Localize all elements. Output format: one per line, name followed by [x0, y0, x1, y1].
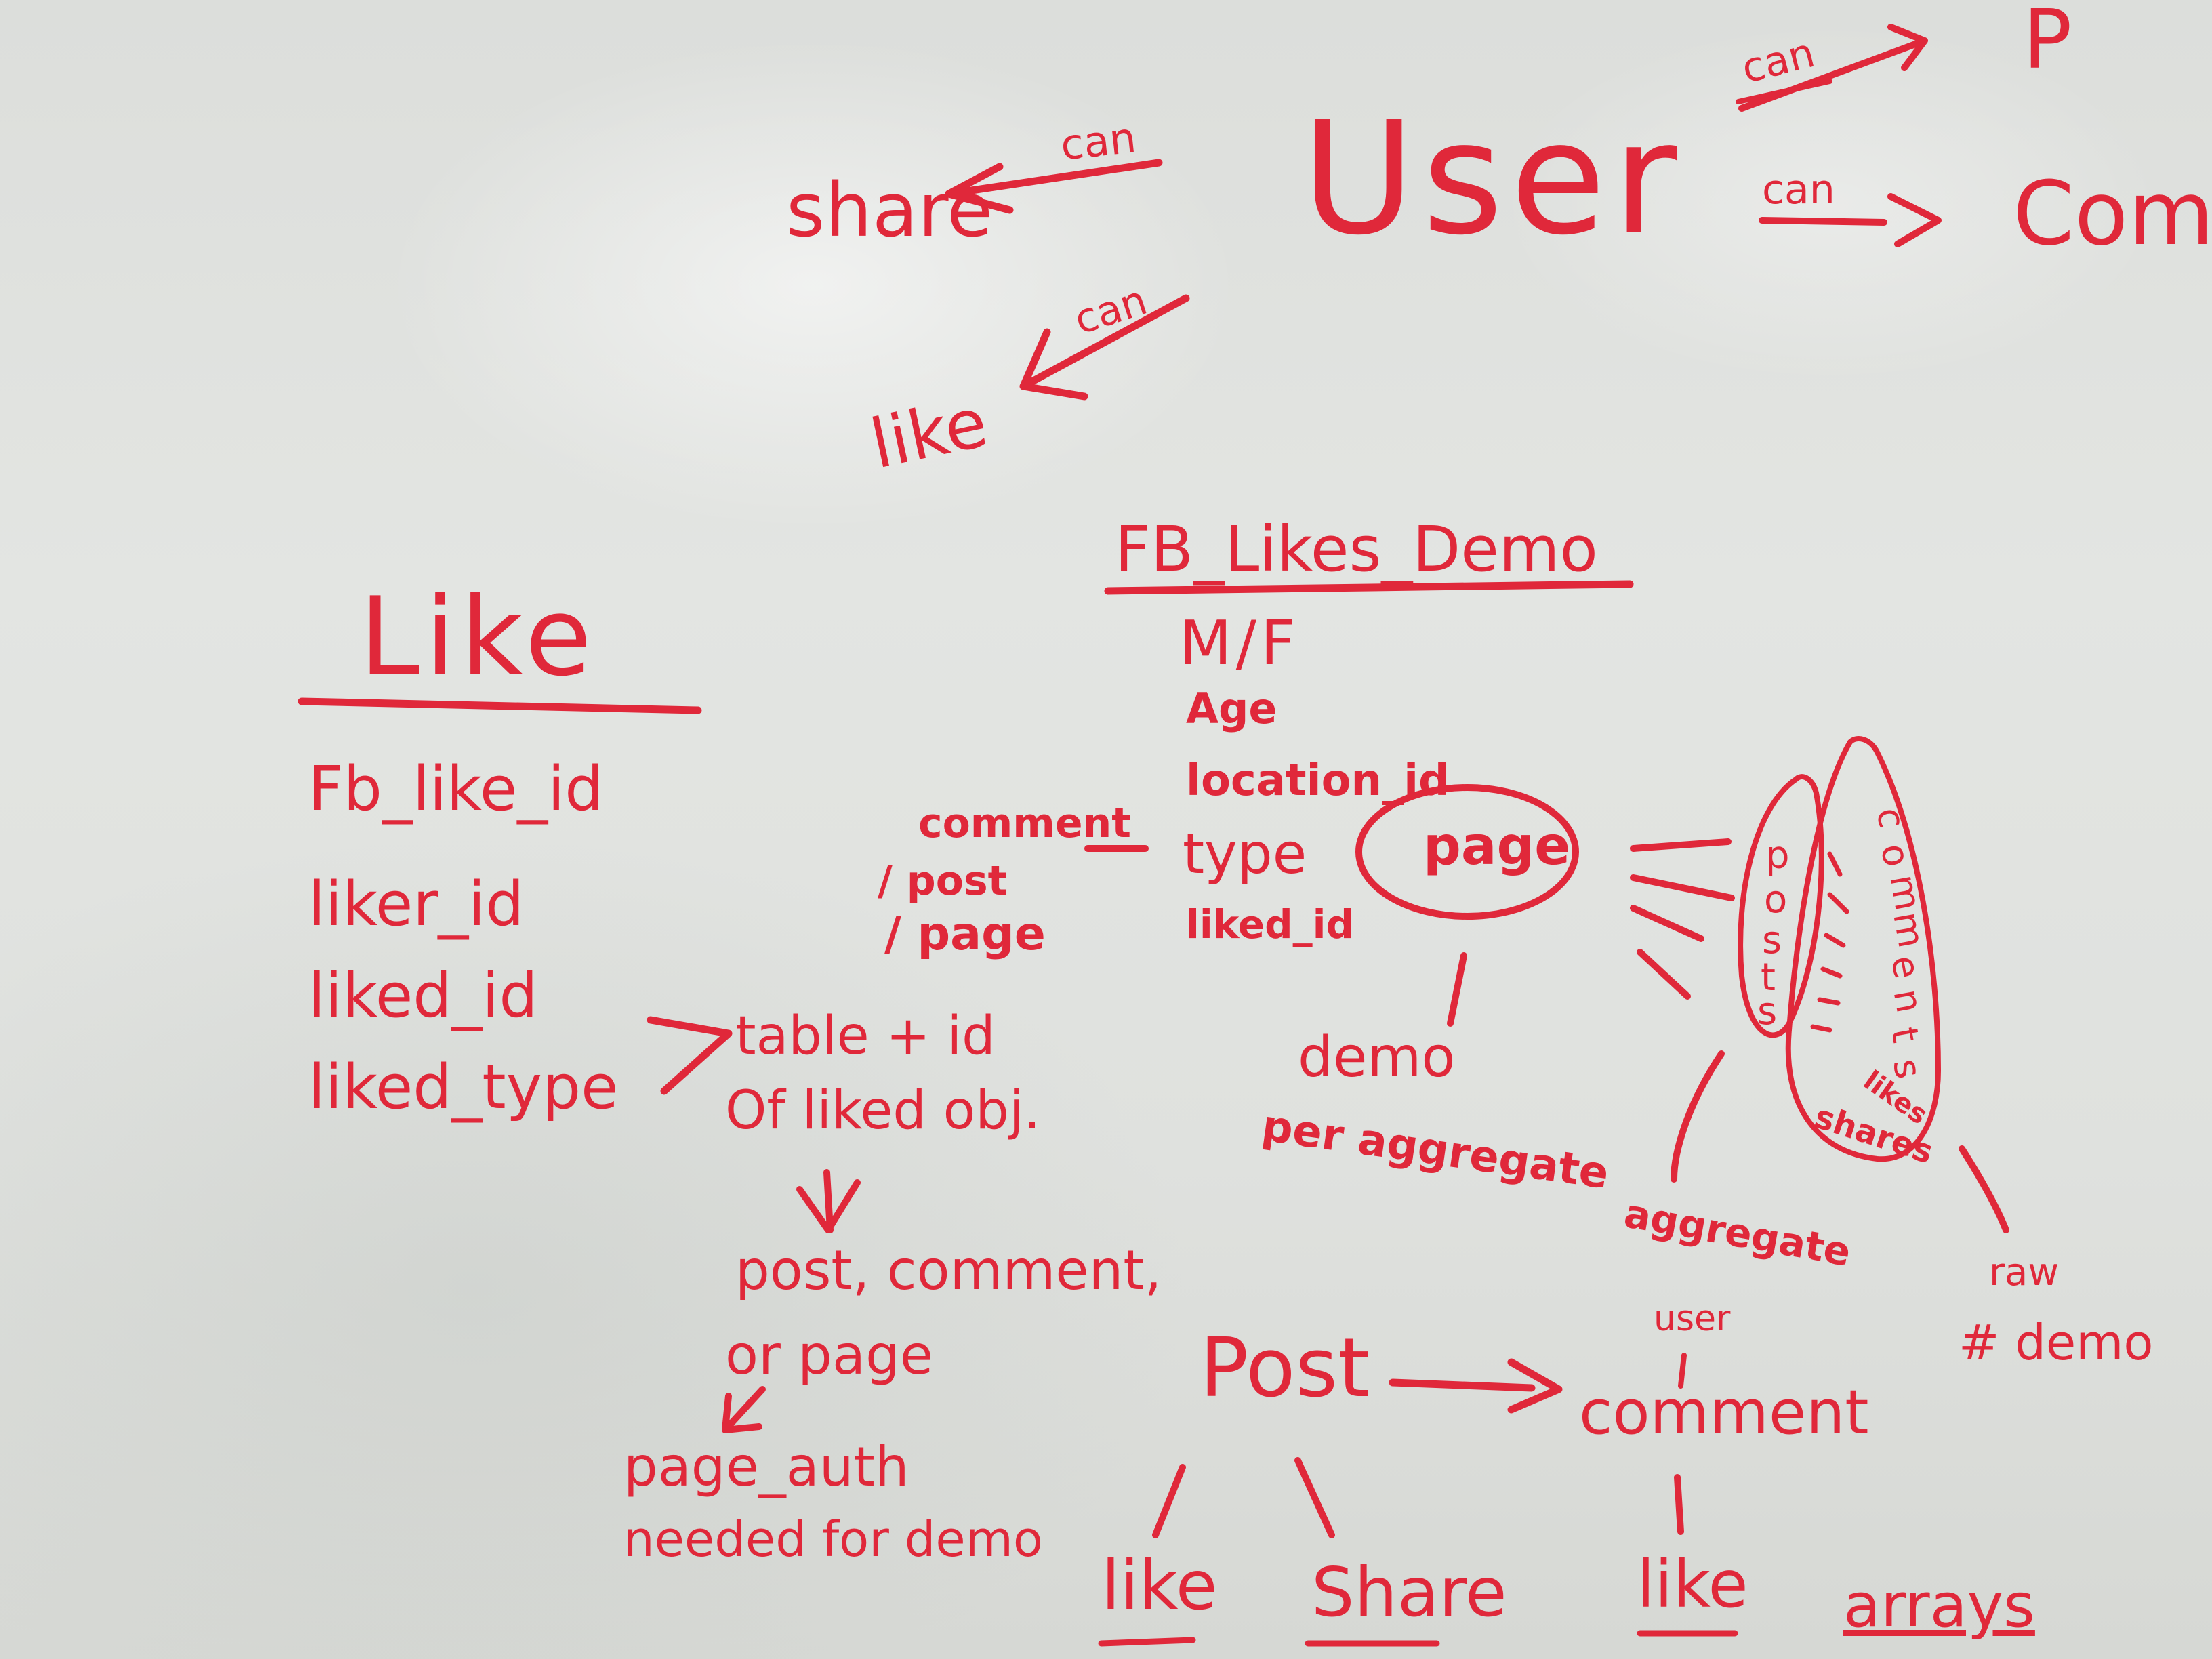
examples-line-2: or page — [725, 1324, 934, 1387]
note-table-id: table + id — [735, 1006, 996, 1067]
like-table-title: Like — [359, 573, 597, 700]
share-label: share — [786, 167, 993, 253]
page-node-label: page — [1423, 816, 1571, 877]
share-bottom: Share — [1311, 1553, 1507, 1632]
note-of-liked-obj: Of liked obj. — [725, 1080, 1041, 1141]
like-field-liker-id: liker_id — [308, 869, 525, 940]
underline-demo-title — [1104, 580, 1634, 595]
posts-letter-p: p — [1765, 834, 1790, 878]
examples-line-1: post, comment, — [735, 1239, 1162, 1302]
demo-field-age: Age — [1186, 684, 1277, 733]
line-posts-to-aggregate — [1671, 1050, 1725, 1183]
like-bottom-right: like — [1637, 1547, 1748, 1622]
like-field-fb-like-id: Fb_like_id — [308, 754, 604, 825]
underline-like-left — [1098, 1637, 1196, 1647]
right-top-partial: P — [2023, 0, 2072, 87]
comment-label: comment — [1579, 1377, 1869, 1448]
right-comment-partial: Comp — [2013, 162, 2212, 265]
posts-letter-o: o — [1764, 878, 1788, 922]
arrays-label: arrays — [1843, 1570, 2035, 1641]
demo-table-title: FB_Likes_Demo — [1115, 513, 1598, 586]
type-option-page: / page — [884, 907, 1046, 961]
hatch-marks — [1810, 851, 1849, 1033]
spoke-1 — [1630, 838, 1732, 852]
like-bottom-left: like — [1101, 1546, 1218, 1625]
arrow-down-to-examples — [796, 1169, 861, 1233]
line-page-to-demo — [1447, 952, 1467, 1027]
underline-like-title — [298, 697, 702, 714]
demo-field-liked-id: liked_id — [1186, 901, 1355, 947]
user-title: User — [1301, 89, 1684, 270]
comments-loop — [1785, 736, 1941, 1162]
posts-loop — [1738, 774, 1824, 1038]
tick-aggregate-user — [1678, 1353, 1687, 1389]
arrow-to-page-auth — [722, 1386, 766, 1433]
type-option-post: / post — [878, 857, 1008, 905]
arrow-liked-to-table — [647, 1016, 733, 1095]
line-comment-to-like — [1674, 1474, 1684, 1535]
comments-letter-4: m — [1885, 908, 1933, 951]
comments-letter-3: m — [1881, 871, 1930, 914]
post-label: Post — [1200, 1322, 1370, 1416]
raw-demo-label: # demo — [1959, 1314, 2154, 1371]
raw-label: raw — [1989, 1250, 2060, 1294]
spoke-3 — [1630, 905, 1704, 942]
like-field-liked-id: liked_id — [308, 960, 538, 1031]
posts-letter-t: t — [1761, 956, 1776, 1000]
arrow-user-to-share — [945, 159, 1163, 214]
aggregate-user-label: user — [1654, 1298, 1731, 1339]
posts-letter-s2: s — [1757, 989, 1778, 1033]
posts-letter-s1: s — [1762, 918, 1782, 962]
type-option-comment: comment — [918, 800, 1131, 847]
line-post-to-like — [1152, 1464, 1186, 1538]
can-share-label: can — [1058, 112, 1139, 170]
arrow-post-to-comment — [1389, 1358, 1563, 1414]
page-auth-line-2: needed for demo — [623, 1511, 1043, 1568]
like-field-liked-type: liked_type — [308, 1052, 619, 1123]
line-post-to-share — [1294, 1457, 1335, 1538]
page-demo-line-1: demo — [1298, 1025, 1456, 1090]
underline-can-top-right — [1736, 79, 1832, 104]
spoke-4 — [1637, 949, 1691, 1000]
arrow-can-top-right — [1738, 24, 1928, 112]
can-comment-label: can — [1762, 166, 1835, 213]
page-auth-line-1: page_auth — [623, 1435, 909, 1498]
line-comments-to-raw — [1959, 1145, 2009, 1233]
page-circle — [1355, 784, 1579, 920]
spoke-2 — [1630, 874, 1735, 901]
arrow-user-to-like — [1019, 294, 1190, 401]
demo-field-type: type — [1183, 822, 1307, 886]
demo-field-mf: M/F — [1179, 608, 1300, 679]
demo-field-location-id: location_id — [1186, 756, 1450, 806]
